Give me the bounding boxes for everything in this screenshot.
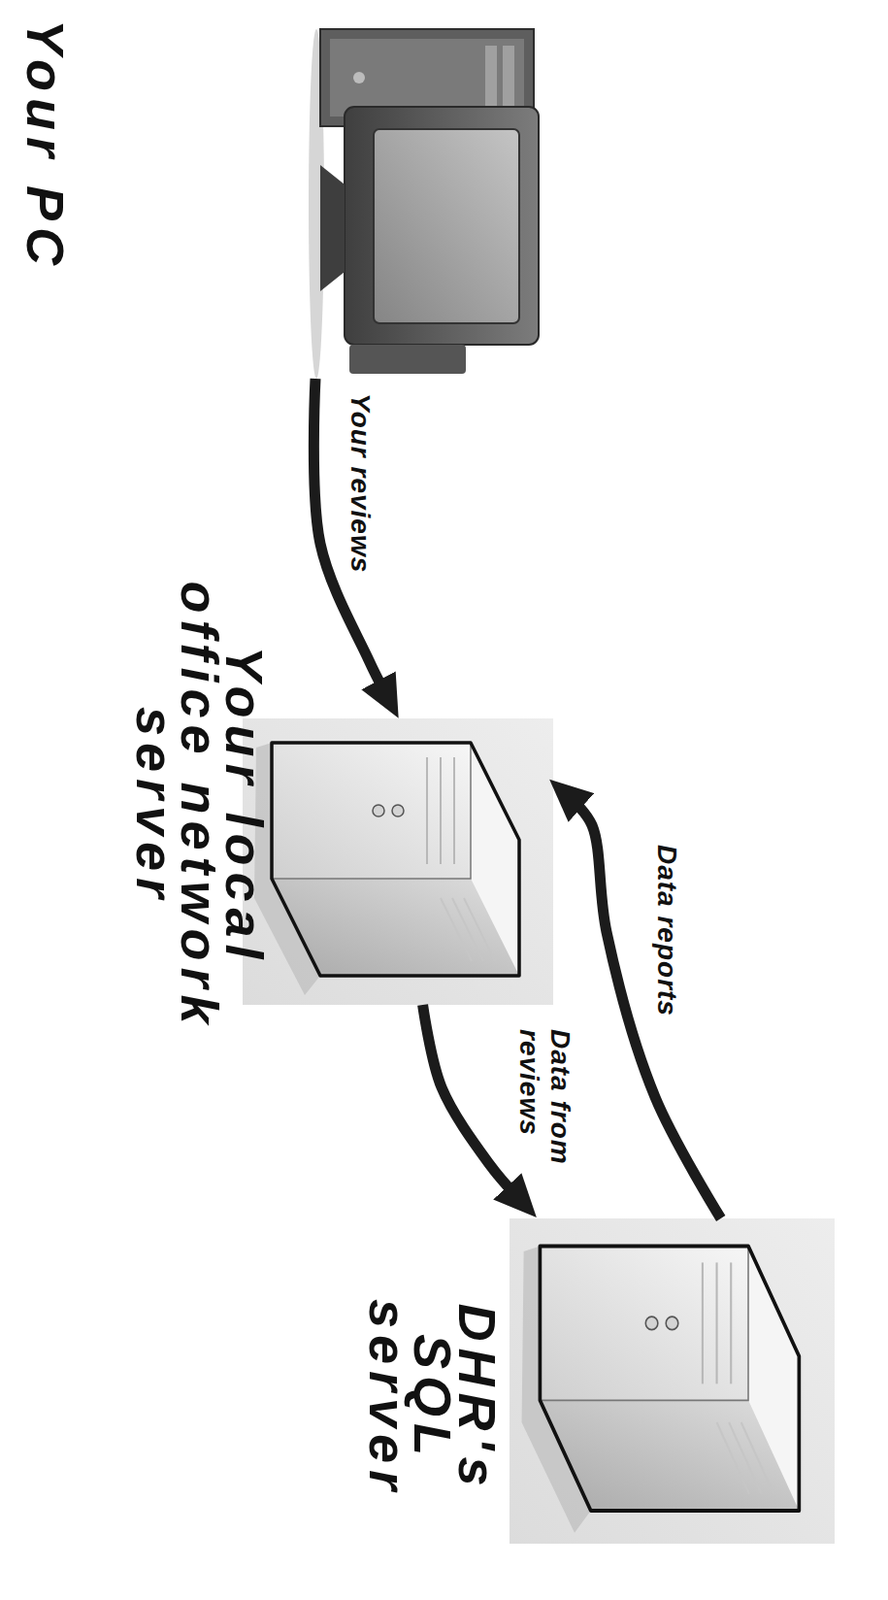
pc-tower-front xyxy=(329,38,525,117)
power-button xyxy=(353,71,365,84)
flow-arrow xyxy=(423,1004,518,1196)
flow-arrow xyxy=(571,798,722,1218)
server-illustration xyxy=(242,718,554,1005)
monitor-screen xyxy=(373,129,520,324)
node-label: DHR's SQL server xyxy=(365,1247,500,1548)
computer-node: Your PC xyxy=(310,14,554,379)
monitor-base xyxy=(320,164,345,292)
edge-label: Data from reviews xyxy=(513,1028,576,1184)
flow-arrow xyxy=(313,378,385,692)
edge-label: Your reviews xyxy=(344,393,376,617)
pc-speaker xyxy=(349,344,466,374)
pc-illustration xyxy=(308,29,539,379)
monitor-body xyxy=(344,106,539,345)
node-label: Your local office network server xyxy=(132,562,267,1049)
server-node: Your local office network server xyxy=(242,718,554,1005)
server-illustration xyxy=(509,1217,835,1544)
node-label: Your PC xyxy=(23,19,68,428)
edge-label: Data reports xyxy=(651,844,683,1058)
drive-bay xyxy=(485,45,497,110)
drive-bay xyxy=(502,45,515,110)
server-node: DHR's SQL server xyxy=(509,1217,835,1544)
